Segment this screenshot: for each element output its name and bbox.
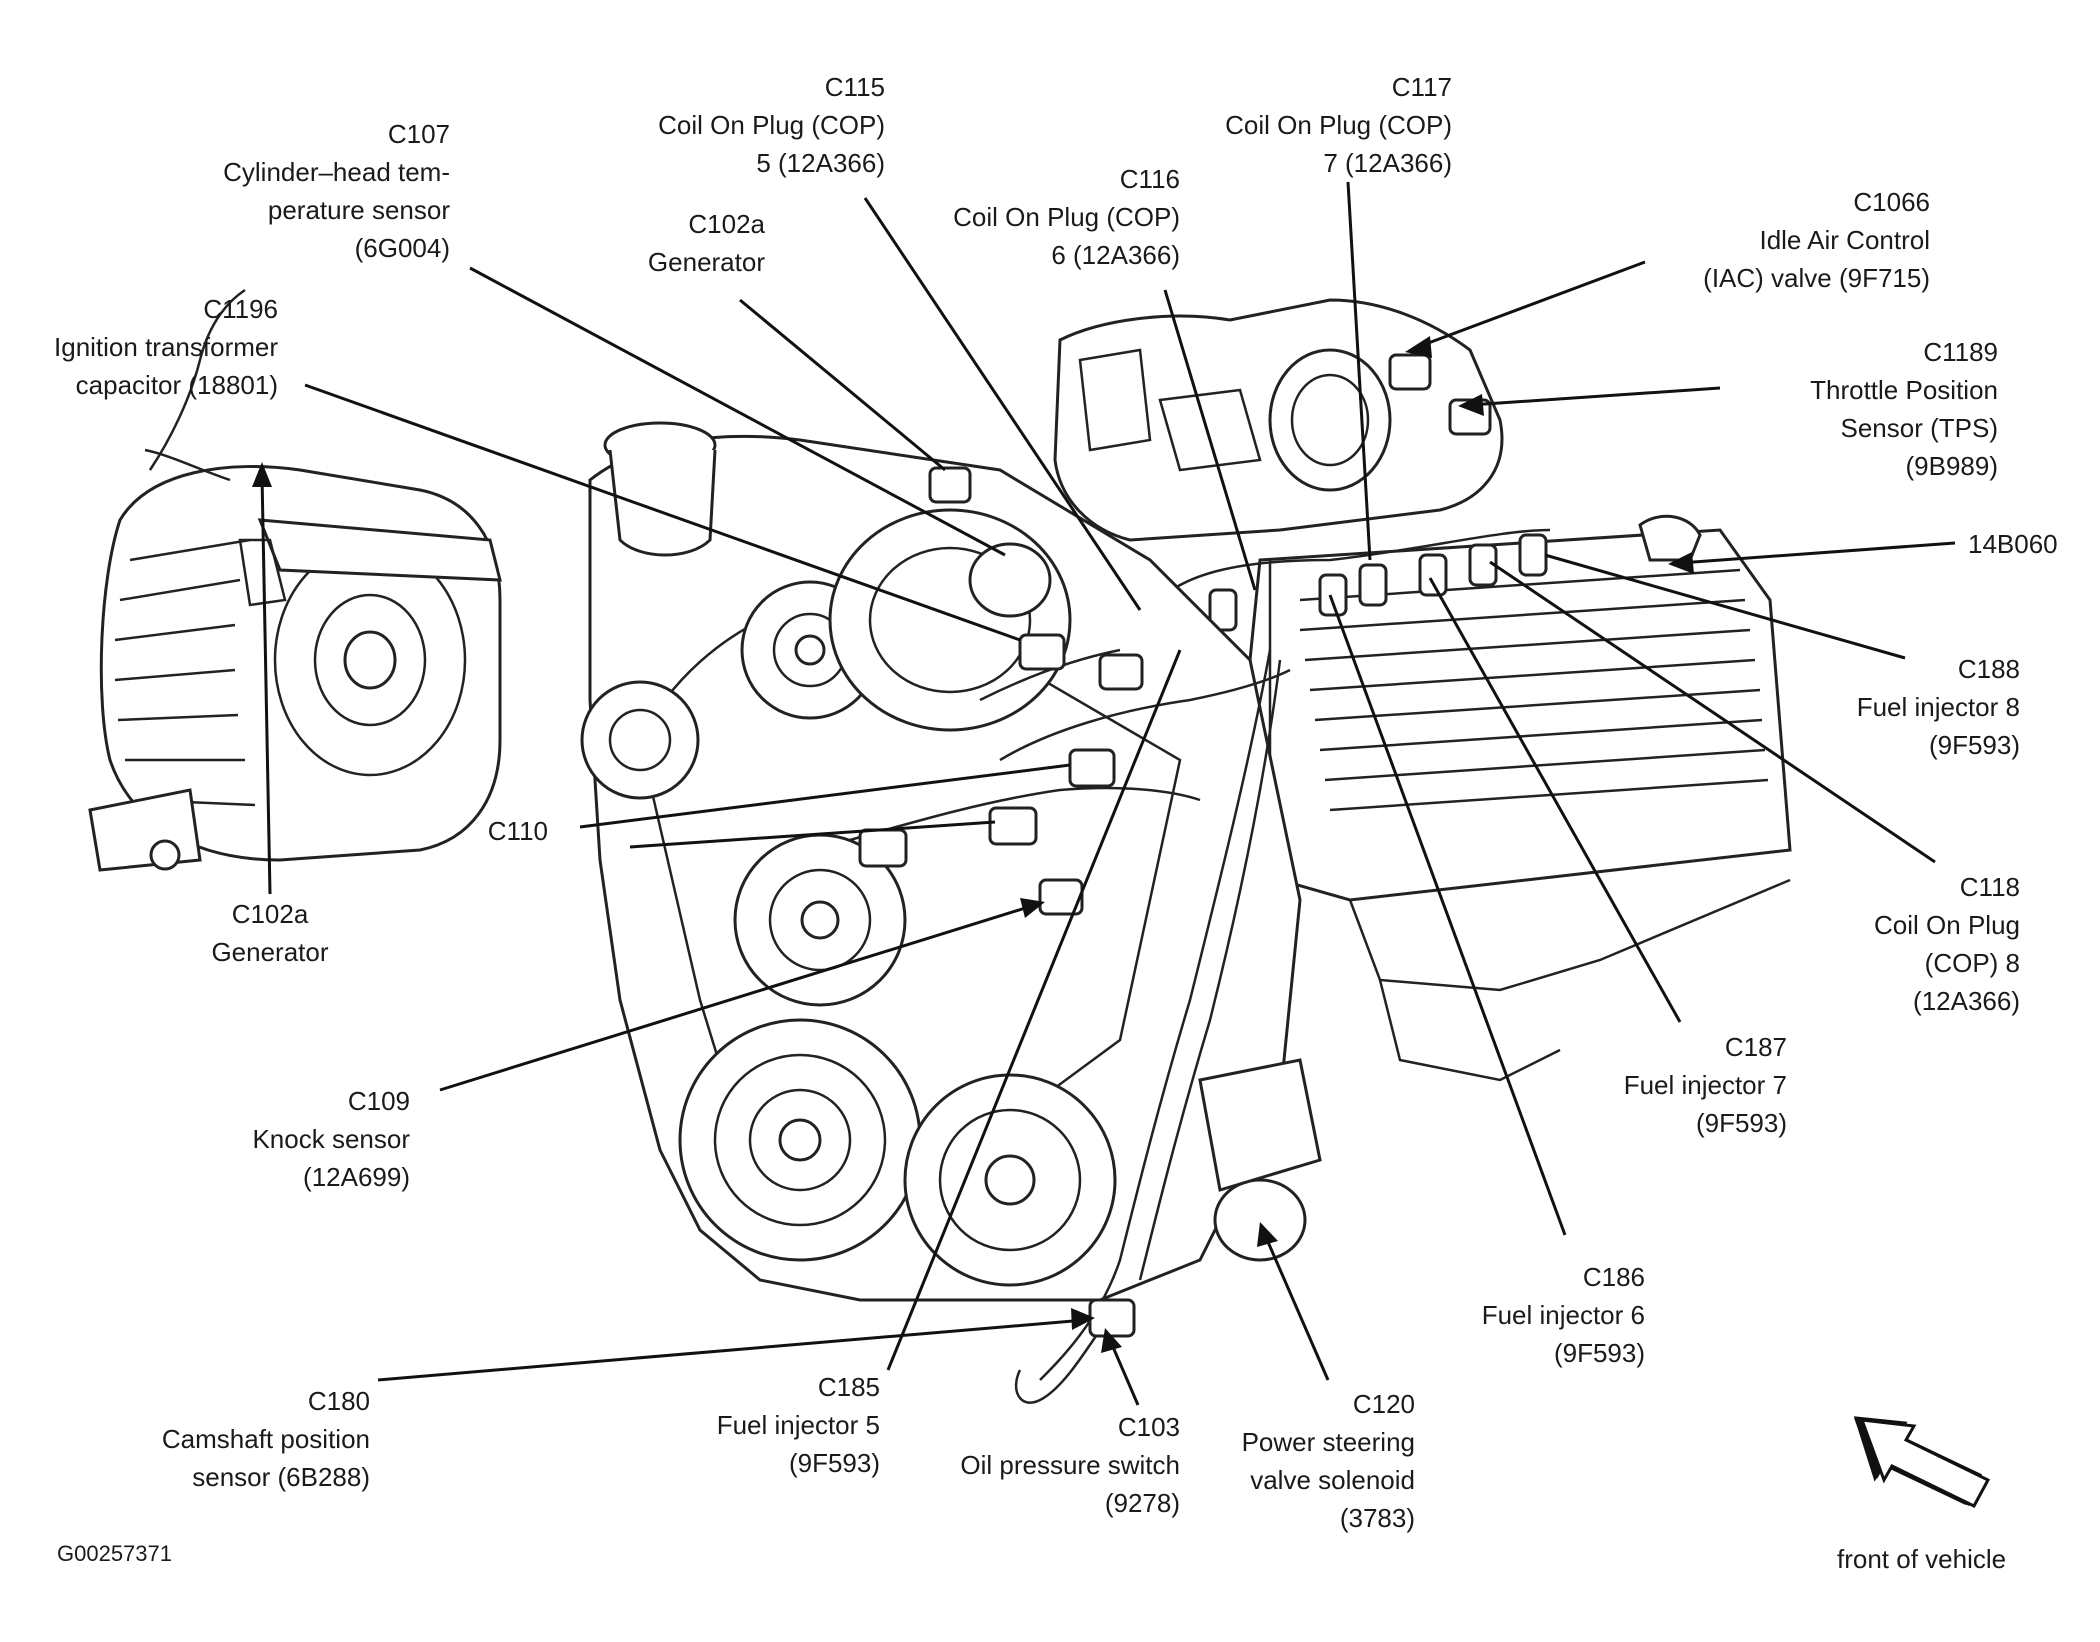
callout-c110: C110 <box>487 816 548 846</box>
front-of-vehicle-label: front of vehicle <box>1837 1544 2007 1574</box>
generator-inset-drawing <box>88 288 502 872</box>
callout-14b060: 14B060 <box>1968 529 2058 559</box>
leader-lines <box>252 181 1956 1406</box>
front-of-vehicle-arrow-icon <box>1853 1416 1991 1508</box>
engine-main-drawing <box>580 298 1792 1404</box>
figure-id: G00257371 <box>57 1541 172 1566</box>
